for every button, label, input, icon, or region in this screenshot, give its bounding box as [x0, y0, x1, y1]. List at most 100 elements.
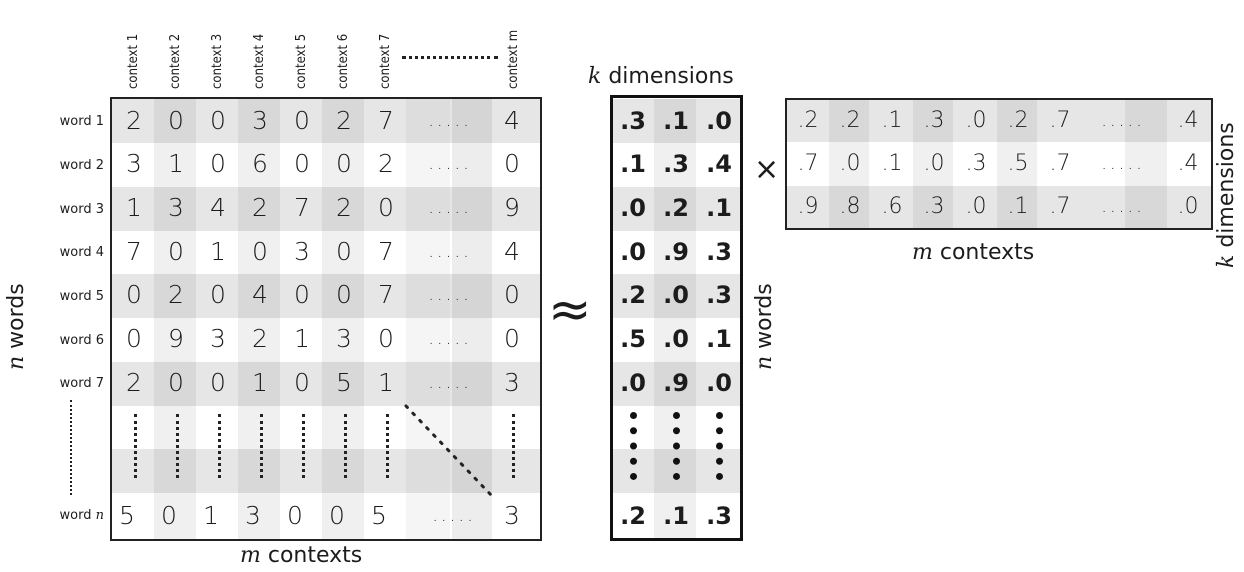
- factor-cell: .7: [1049, 108, 1071, 133]
- ellipsis: .....: [428, 241, 472, 262]
- matrix-cell: 0: [252, 237, 268, 266]
- matrix-cell: 0: [168, 237, 184, 266]
- factor-cell: .2: [620, 502, 646, 530]
- factor-cell: .0: [965, 194, 987, 219]
- factor-cell: .9: [663, 238, 689, 266]
- matrix-cell: 2: [336, 193, 352, 222]
- ellipsis: .....: [428, 284, 472, 305]
- left-row-band: [112, 187, 540, 231]
- matrix-cell: 0: [126, 280, 142, 309]
- right-side-label-var: k: [1214, 254, 1239, 268]
- matrix-cell: 1: [294, 324, 310, 353]
- factor-cell: .5: [1007, 151, 1029, 176]
- matrix-cell: 1: [126, 193, 142, 222]
- factor-cell: .0: [706, 107, 732, 135]
- col-header: context 6: [336, 33, 351, 89]
- matrix-cell: 3: [126, 149, 142, 178]
- factor-cell: .2: [663, 194, 689, 222]
- factor-cell: .0: [620, 238, 646, 266]
- ellipsis: .....: [1101, 196, 1145, 217]
- vertical-dots: [260, 414, 263, 478]
- factor-cell: .3: [923, 194, 945, 219]
- matrix-cell: 5: [336, 368, 352, 397]
- matrix-cell: 0: [294, 368, 310, 397]
- matrix-cell: 6: [252, 149, 268, 178]
- matrix-cell: 2: [252, 324, 268, 353]
- matrix-cell: 3: [252, 106, 268, 135]
- matrix-cell: 0: [126, 324, 142, 353]
- factor-cell: .1: [1007, 194, 1029, 219]
- vertical-dots: [386, 414, 389, 478]
- vertical-dots: [134, 414, 137, 478]
- right-col-band: [1125, 100, 1167, 228]
- matrix-cell: 7: [378, 237, 394, 266]
- matrix-cell: 5: [119, 501, 135, 530]
- matrix-cell: 3: [294, 237, 310, 266]
- times-symbol: ×: [754, 152, 780, 187]
- matrix-cell: 0: [168, 106, 184, 135]
- matrix-cell: 3: [245, 501, 261, 530]
- ellipsis: .....: [428, 110, 472, 131]
- ellipsis: .....: [1101, 153, 1145, 174]
- matrix-cell: 9: [504, 193, 520, 222]
- factor-cell: .4: [1177, 108, 1199, 133]
- factor-cell: .0: [839, 151, 861, 176]
- matrix-cell: 0: [287, 501, 303, 530]
- factor-cell: .5: [620, 325, 646, 353]
- factor-cell: .2: [839, 108, 861, 133]
- factor-cell: .2: [620, 281, 646, 309]
- matrix-cell: 0: [294, 149, 310, 178]
- col-header: context 1: [126, 33, 141, 89]
- factor-cell: .7: [1049, 194, 1071, 219]
- row-label: word 3: [59, 202, 104, 217]
- approx-symbol: ≈: [548, 280, 592, 340]
- factor-cell: .3: [663, 150, 689, 178]
- matrix-cell: 2: [126, 106, 142, 135]
- matrix-cell: 0: [504, 280, 520, 309]
- factor-cell: .0: [620, 369, 646, 397]
- right-matrix-frame: [785, 98, 1213, 230]
- matrix-cell: 2: [168, 280, 184, 309]
- left-side-label: n words: [4, 283, 29, 370]
- middle-side-label-text: words: [752, 283, 777, 349]
- left-bottom-label-var: m: [240, 543, 261, 568]
- matrix-cell: 2: [336, 106, 352, 135]
- right-side-label-text: dimensions: [1214, 122, 1239, 248]
- row-label: word 2: [59, 158, 104, 173]
- factor-cell: .0: [965, 108, 987, 133]
- middle-top-label: k dimensions: [588, 64, 734, 89]
- factor-cell: .0: [663, 281, 689, 309]
- matrix-cell: 2: [252, 193, 268, 222]
- factor-cell: .0: [663, 325, 689, 353]
- right-bottom-label: m contexts: [912, 240, 1034, 265]
- right-bottom-label-var: m: [912, 240, 933, 265]
- mid-row-band: [612, 187, 740, 231]
- right-col-band: [913, 100, 953, 228]
- matrix-cell: 0: [294, 280, 310, 309]
- matrix-cell: 4: [504, 106, 520, 135]
- left-col-band: [322, 99, 364, 539]
- vertical-dots: [344, 414, 347, 478]
- col-header: context 4: [252, 33, 267, 89]
- row-label-var: n: [95, 508, 104, 523]
- row-label: word 5: [59, 289, 104, 304]
- factor-cell: .2: [1007, 108, 1029, 133]
- matrix-cell: 0: [336, 149, 352, 178]
- matrix-cell: 3: [504, 501, 520, 530]
- factor-cell: .1: [706, 194, 732, 222]
- middle-top-label-text: dimensions: [608, 64, 734, 89]
- left-matrix-frame: [110, 97, 542, 541]
- matrix-cell: 1: [168, 149, 184, 178]
- matrix-cell: 9: [168, 324, 184, 353]
- matrix-cell: 0: [210, 368, 226, 397]
- matrix-cell: 0: [504, 324, 520, 353]
- factor-cell: .9: [663, 369, 689, 397]
- ellipsis: .....: [428, 328, 472, 349]
- vertical-dots: [673, 412, 680, 480]
- matrix-cell: 7: [126, 237, 142, 266]
- mid-row-band: [612, 274, 740, 318]
- factor-cell: .0: [620, 194, 646, 222]
- row-label: word 7: [59, 376, 104, 391]
- right-side-label: k dimensions: [1214, 122, 1239, 268]
- left-col-band: [238, 99, 280, 539]
